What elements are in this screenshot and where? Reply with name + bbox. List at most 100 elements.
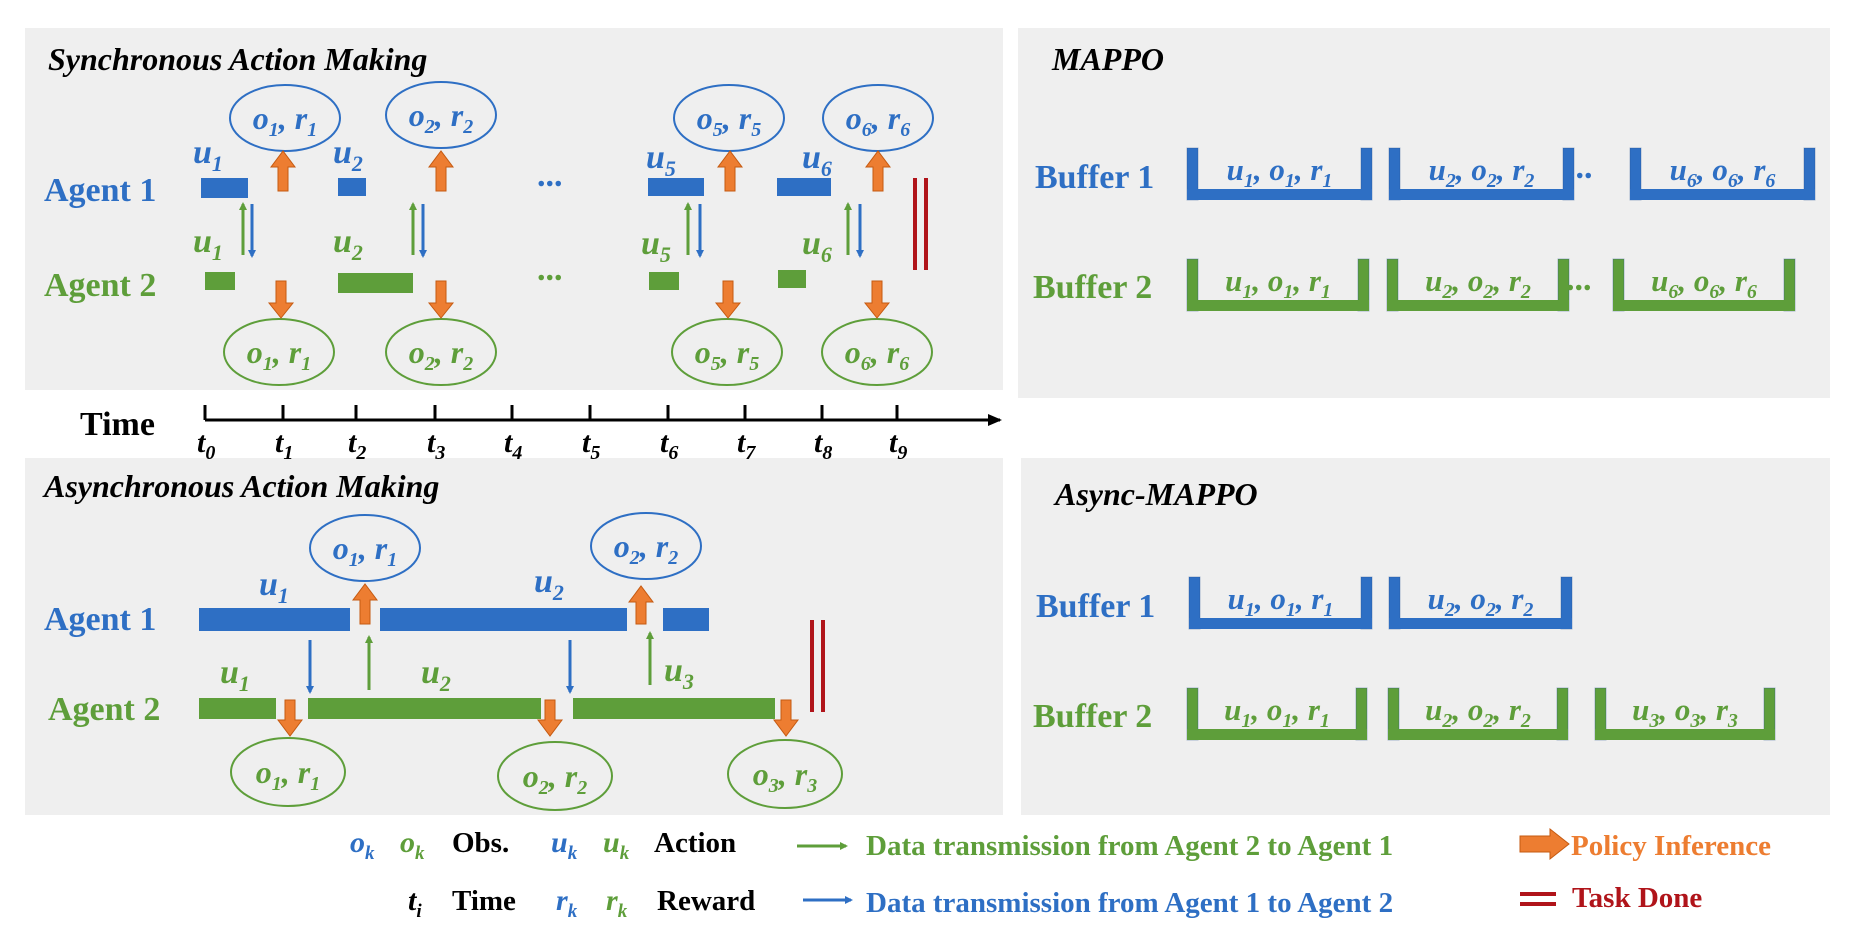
sync-green-transmission-arrows bbox=[239, 202, 852, 255]
async-a1-obs-2: o2, r2 bbox=[590, 512, 702, 580]
mappo-buffer1-entry: u1, o1, r1 bbox=[1227, 152, 1333, 192]
mappo-buffer2-slot: u6, o6, r6 bbox=[1612, 258, 1796, 312]
async-policy-arrows-down bbox=[277, 699, 799, 737]
sync-a2-action-bar bbox=[778, 270, 806, 288]
mappo-panel bbox=[1018, 28, 1830, 398]
legend-blue-arrow-text: Data transmission from Agent 1 to Agent … bbox=[866, 887, 1393, 919]
sync-a1-action-bar bbox=[777, 178, 831, 196]
svg-text:o2, r2: o2, r2 bbox=[409, 97, 473, 138]
mappo-b1-ellipsis: ... bbox=[1567, 149, 1593, 186]
sync-blue-transmission-arrows bbox=[248, 204, 864, 258]
async-mappo-panel bbox=[1021, 458, 1830, 815]
timeline-label: Time bbox=[80, 406, 155, 443]
sync-a1-obs-1: o1, r1 bbox=[229, 84, 341, 152]
async-mappo-buffer2-entry: u2, o2, r2 bbox=[1425, 692, 1531, 732]
async-a1-action-bar bbox=[380, 608, 627, 631]
timeline-tick-label: t3 bbox=[427, 426, 445, 464]
legend-done-text: Task Done bbox=[1572, 882, 1702, 914]
sync-ellipsis-agent1: ... bbox=[537, 157, 563, 194]
sync-policy-arrows-up bbox=[270, 150, 891, 192]
async-agent1-label: Agent 1 bbox=[44, 601, 156, 638]
svg-text:o5, r5: o5, r5 bbox=[695, 334, 759, 375]
async-mappo-buffer1-slot: u1, o1, r1 bbox=[1188, 576, 1373, 630]
timeline-tick-label: t4 bbox=[504, 426, 522, 464]
sync-a1-obs-6: o6, r6 bbox=[822, 84, 934, 152]
async-mappo-buffer2-slot: u1, o1, r1 bbox=[1186, 687, 1368, 741]
legend-policy-text: Policy Inference bbox=[1571, 830, 1771, 862]
async-green-transmission-arrows bbox=[365, 631, 654, 690]
legend-action-green-symbol: uk bbox=[603, 826, 630, 864]
mappo-buffer2-slots: u1, o1, r1 u2, o2, r2 u6, o6, r6 bbox=[1186, 258, 1796, 312]
sync-policy-arrows-down bbox=[267, 280, 891, 319]
mappo-buffer2-slot: u1, o1, r1 bbox=[1186, 258, 1370, 312]
timeline-tick-label: t0 bbox=[197, 426, 215, 464]
sync-a1-action-bar bbox=[201, 178, 248, 198]
mappo-buffer1-slot: u1, o1, r1 bbox=[1186, 147, 1373, 201]
timeline-tick-label: t7 bbox=[737, 426, 756, 464]
timeline-tick-label: t6 bbox=[660, 426, 678, 464]
legend-done-icon bbox=[1520, 892, 1556, 906]
mappo-buffer2-slot: u2, o2, r2 bbox=[1386, 258, 1570, 312]
mappo-buffer2-label: Buffer 2 bbox=[1033, 269, 1152, 306]
async-a2-action-bar bbox=[199, 698, 276, 719]
mappo-buffer2-entry: u1, o1, r1 bbox=[1225, 263, 1331, 303]
svg-text:o1, r1: o1, r1 bbox=[247, 334, 311, 375]
async-mappo-buffer2-entry: u1, o1, r1 bbox=[1224, 692, 1330, 732]
mappo-buffer2-entry: u6, o6, r6 bbox=[1651, 263, 1757, 303]
sync-a2-action-bar bbox=[205, 272, 235, 290]
svg-text:o1, r1: o1, r1 bbox=[253, 100, 317, 141]
sync-a1-action-bar bbox=[338, 178, 366, 196]
legend-obs-label: Obs. bbox=[452, 827, 509, 859]
sync-a2-obs-2: o2, r2 bbox=[385, 318, 497, 386]
async-mappo-buffer2-slot: u3, o3, r3 bbox=[1594, 687, 1776, 741]
legend-green-arrow-text: Data transmission from Agent 2 to Agent … bbox=[866, 830, 1393, 862]
async-agent2-label: Agent 2 bbox=[48, 691, 160, 728]
sync-a2-u2-label: u2 bbox=[333, 223, 363, 265]
timeline-tick-label: t5 bbox=[582, 426, 600, 464]
sync-a2-obs-5: o5, r5 bbox=[671, 318, 783, 386]
mappo-buffer2-entry: u2, o2, r2 bbox=[1425, 263, 1531, 303]
svg-text:o6, r6: o6, r6 bbox=[846, 100, 910, 141]
mappo-buffer1-entry: u6, o6, r6 bbox=[1670, 152, 1776, 192]
mappo-buffer1-slots: u1, o1, r1 u2, o2, r2 u6, o6, r6 bbox=[1186, 147, 1816, 201]
async-a2-action-bar bbox=[308, 698, 541, 719]
mappo-buffer1-entry: u2, o2, r2 bbox=[1429, 152, 1535, 192]
mappo-title: MAPPO bbox=[1051, 41, 1164, 77]
async-a1-action-bar bbox=[199, 608, 350, 631]
svg-text:o1, r1: o1, r1 bbox=[256, 754, 320, 795]
svg-text:o3, r3: o3, r3 bbox=[753, 756, 817, 797]
async-mappo-buffer1-entry: u2, o2, r2 bbox=[1428, 581, 1534, 621]
async-mappo-buffer1-slots: u1, o1, r1 u2, o2, r2 bbox=[1188, 576, 1573, 630]
sync-task-done-mark bbox=[913, 178, 928, 270]
timeline-tick-label: t9 bbox=[889, 426, 907, 464]
async-title: Asynchronous Action Making bbox=[42, 468, 439, 504]
async-blue-transmission-arrows bbox=[306, 640, 574, 694]
legend-reward-blue-symbol: rk bbox=[556, 884, 578, 922]
svg-text:o2, r2: o2, r2 bbox=[523, 758, 587, 799]
async-mappo-buffer1-slot: u2, o2, r2 bbox=[1388, 576, 1573, 630]
timeline-tick-label: t2 bbox=[348, 426, 366, 464]
svg-text:o2, r2: o2, r2 bbox=[614, 528, 678, 569]
async-panel bbox=[25, 458, 1003, 815]
async-mappo-buffer2-entry: u3, o3, r3 bbox=[1632, 692, 1738, 732]
sync-ellipsis-agent2: ... bbox=[537, 251, 563, 288]
mappo-buffer1-slot: u2, o2, r2 bbox=[1388, 147, 1575, 201]
legend-policy-arrow-icon bbox=[1519, 827, 1570, 861]
sync-a1-obs-2: o2, r2 bbox=[385, 81, 497, 149]
legend-action-label: Action bbox=[654, 827, 736, 859]
mappo-buffer1-label: Buffer 1 bbox=[1035, 159, 1154, 196]
timeline-tick-label: t1 bbox=[275, 426, 293, 464]
legend-reward-label: Reward bbox=[657, 885, 755, 917]
async-a2-obs-1: o1, r1 bbox=[230, 737, 346, 807]
async-a2-obs-2: o2, r2 bbox=[497, 741, 613, 811]
mappo-buffer1-slot: u6, o6, r6 bbox=[1629, 147, 1816, 201]
sync-panel bbox=[25, 28, 1003, 390]
async-mappo-buffer2-label: Buffer 2 bbox=[1033, 698, 1152, 735]
async-mappo-buffer1-entry: u1, o1, r1 bbox=[1228, 581, 1334, 621]
sync-a1-action-bar bbox=[648, 178, 704, 196]
sync-agent2-label: Agent 2 bbox=[44, 267, 156, 304]
async-a1-obs-1: o1, r1 bbox=[309, 514, 421, 582]
mappo-b2-ellipsis: ... bbox=[1566, 261, 1592, 298]
svg-text:o2, r2: o2, r2 bbox=[409, 334, 473, 375]
